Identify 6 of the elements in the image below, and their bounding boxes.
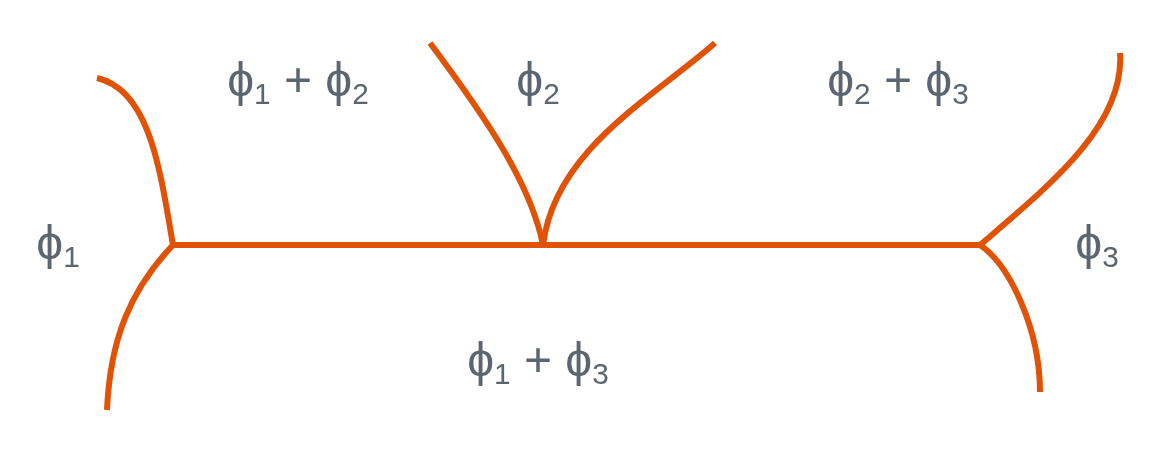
region-label: ϕ$_{2}$ [516, 56, 560, 104]
region-label: ϕ$_{1}$ + ϕ$_{3}$ [467, 336, 609, 384]
region-label: ϕ$_{1}$ + ϕ$_{2}$ [227, 56, 369, 104]
region-label: ϕ$_{2}$ + ϕ$_{3}$ [827, 56, 969, 104]
region-label: ϕ$_{1}$ [36, 219, 80, 267]
region-label: ϕ$_{3}$ [1075, 219, 1119, 267]
